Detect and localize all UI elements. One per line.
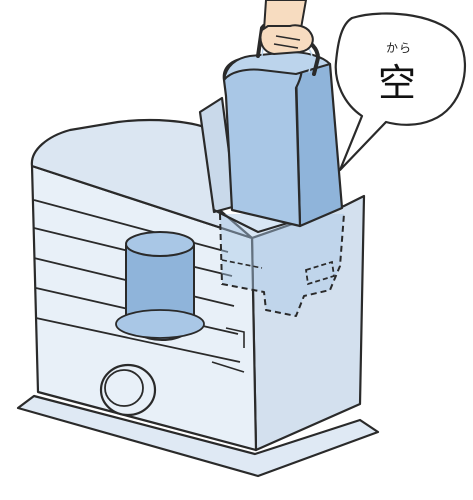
callout-ruby-text: から — [386, 41, 412, 55]
burner-cylinder — [116, 232, 204, 340]
empty-callout: から 空 — [336, 13, 465, 170]
control-knob-outer — [101, 365, 155, 415]
burner-cylinder-top — [126, 232, 194, 256]
burner-cylinder-base — [116, 310, 204, 338]
hand — [261, 0, 313, 54]
control-knob — [101, 365, 155, 415]
hand-fist — [261, 25, 313, 54]
kerosene-tank-side — [296, 64, 342, 226]
kerosene-tank-front — [224, 58, 302, 226]
callout-kanji-text: 空 — [378, 61, 416, 105]
